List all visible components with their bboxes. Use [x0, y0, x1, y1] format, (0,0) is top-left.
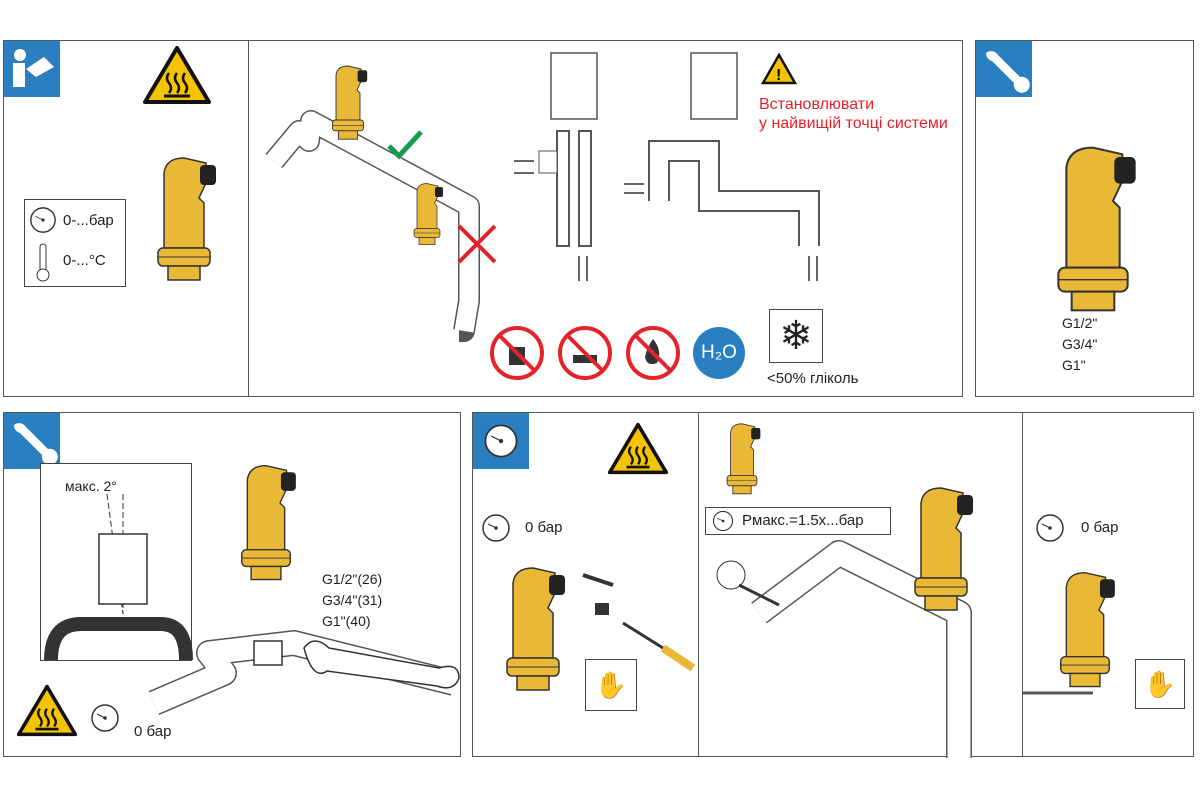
- panel-final-check: 0 бар ✋: [1022, 412, 1194, 757]
- h2o-label: H₂O: [701, 342, 737, 363]
- svg-text:!: !: [776, 67, 781, 84]
- size-g12: G1/2": [1062, 315, 1098, 331]
- thread-sizes-list: G1/2" G3/4" G1": [1062, 313, 1097, 376]
- panel-safety-specs: 0-...бар 0-...°C: [3, 40, 249, 397]
- warning-icon: !: [760, 52, 798, 85]
- install-highest-point-warning: Встановлювати у найвищій точці системи: [759, 95, 948, 133]
- zero-pressure-label: 0 бар: [1081, 519, 1119, 536]
- angle-detail-box: макс. 2°: [40, 463, 193, 661]
- hand-tighten-icon[interactable]: ✋: [585, 659, 637, 711]
- hand-tighten-icon[interactable]: ✋: [1135, 659, 1185, 709]
- panel-installation-position: ! Встановлювати у найвищій точці системи…: [248, 40, 963, 397]
- max-angle-label: макс. 2°: [65, 478, 117, 494]
- angle-valve-outline: [44, 493, 193, 661]
- panel-pressure-test: Pмакс.=1.5x...бар: [698, 412, 1023, 758]
- hot-surface-warning-icon: [142, 45, 212, 105]
- pipe-illustration: [1023, 691, 1093, 695]
- valve-incorrect-position: [407, 181, 447, 256]
- frost-icon: ❄: [769, 309, 823, 363]
- size-g34: G3/4": [1062, 336, 1098, 352]
- pipe-and-wrench-illustration: [148, 630, 460, 715]
- air-vent-valve-large-image: [1038, 141, 1148, 341]
- zero-pressure-label: 0 бар: [134, 723, 172, 740]
- no-tap-water-icon: [490, 326, 544, 380]
- wrench-icon: [4, 413, 60, 469]
- air-vent-valve-image: [1047, 568, 1123, 708]
- panel-sizes: G1/2" G3/4" G1": [975, 40, 1194, 397]
- valve-correct-position: [323, 63, 373, 153]
- read-manual-icon: [4, 41, 60, 97]
- no-chemicals-icon: [558, 326, 612, 380]
- wrench-icon: [976, 41, 1032, 97]
- hot-surface-warning-icon: [16, 683, 78, 738]
- warning-line-1: Встановлювати: [759, 96, 875, 113]
- temperature-range: 0-...°C: [63, 252, 106, 269]
- pressure-gauge-icon: [29, 206, 57, 234]
- wrench-size-31: G3/4"(31): [322, 592, 383, 608]
- pressure-gauge-badge: [473, 413, 529, 469]
- warning-line-2: у найвищій точці системи: [759, 115, 948, 132]
- thermometer-icon: [36, 243, 50, 282]
- wrench-size-26: G1/2"(26): [322, 571, 383, 587]
- no-flammable-icon: [626, 326, 680, 380]
- test-pressure-callout: Pмакс.=1.5x...бар: [705, 507, 891, 535]
- air-vent-valve-image: [144, 153, 224, 303]
- test-pressure-label: Pмакс.=1.5x...бар: [742, 512, 864, 529]
- pressure-range: 0-...бар: [63, 212, 114, 229]
- panel-mounting: макс. 2° G1/2"(26) G3/4"(31) G1"(40) 0 б…: [3, 412, 461, 757]
- pipe-and-leak-illustration: [716, 540, 972, 758]
- glycol-limit: <50% гліколь: [767, 370, 859, 387]
- size-g1: G1": [1062, 357, 1086, 373]
- specs-callout: 0-...бар 0-...°C: [24, 199, 126, 287]
- wrench-sizes-list: G1/2"(26) G3/4"(31) G1"(40): [322, 569, 382, 632]
- pressure-gauge-icon: [90, 703, 120, 733]
- air-vent-valve-image: [901, 483, 981, 633]
- panel-cap-removal: 0 бар ✋: [472, 412, 699, 757]
- water-h2o-badge: H₂O: [693, 327, 745, 379]
- pipe-illustration: [265, 52, 820, 342]
- zero-pressure-label: 0 бар: [525, 519, 563, 536]
- screwdriver-illustration: [582, 573, 696, 672]
- wrench-size-40: G1"(40): [322, 613, 371, 629]
